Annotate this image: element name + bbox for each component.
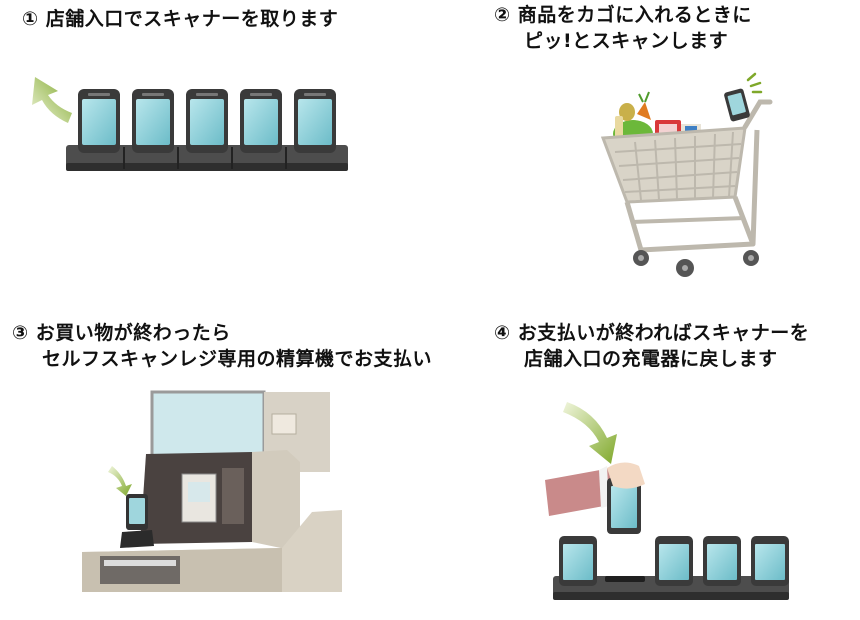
- hand-with-scanner: [545, 462, 645, 534]
- slot-scanner-5: [751, 536, 789, 586]
- step-3-caption: ③ お買い物が終わったら セルフスキャンレジ専用の精算機でお支払い: [12, 320, 432, 372]
- step-3-line-1: お買い物が終わったら: [35, 322, 231, 344]
- scanner-5: [294, 89, 336, 153]
- scanner-pickup-illustration: [32, 77, 348, 171]
- scanner-in-holder: [126, 494, 148, 530]
- step-3-line-2: セルフスキャンレジ専用の精算機でお支払い: [42, 348, 433, 370]
- cart-wheels: [633, 250, 759, 277]
- cart-basket: [600, 126, 747, 204]
- slot-scanner-4: [703, 536, 741, 586]
- step-2-caption: ② 商品をカゴに入れるときに ピッ!とスキャンします: [494, 2, 752, 54]
- scanner-1: [78, 89, 120, 153]
- checkout-body: [82, 450, 342, 592]
- shopping-cart-illustration: [600, 72, 773, 277]
- return-arrow-icon: [563, 402, 617, 464]
- empty-slot: [605, 576, 645, 582]
- step-3-number: ③: [12, 322, 29, 344]
- scanner-3: [186, 89, 228, 153]
- scanner-on-cart-icon: [724, 72, 763, 122]
- step-4-line-2: 店舗入口の充電器に戻します: [524, 348, 778, 370]
- step-1-line-1: 店舗入口でスキャナーを取ります: [45, 8, 339, 30]
- step-1-number: ①: [22, 8, 39, 30]
- step-4-caption: ④ お支払いが終わればスキャナーを 店舗入口の充電器に戻します: [494, 320, 809, 372]
- step-1-caption: ① 店舗入口でスキャナーを取ります: [22, 6, 338, 32]
- checkout-machine-illustration: [82, 390, 342, 592]
- step-2-line-2: ピッ!とスキャンします: [524, 30, 729, 52]
- cart-handle: [742, 99, 773, 130]
- step-2-number: ②: [494, 4, 511, 26]
- slot-scanner-1: [559, 536, 597, 586]
- charger-rack: [66, 89, 348, 171]
- scanner-return-illustration: [545, 402, 789, 600]
- step-4-line-1: お支払いが終わればスキャナーを: [517, 322, 810, 344]
- charger-rack-return: [553, 536, 789, 600]
- pickup-arrow-icon: [32, 77, 72, 123]
- scanner-2: [132, 89, 174, 153]
- step-2-line-1: 商品をカゴに入れるときに: [517, 4, 752, 26]
- slot-scanner-3: [655, 536, 693, 586]
- down-arrow-icon: [108, 466, 132, 496]
- step-4-number: ④: [494, 322, 511, 344]
- scanner-4: [240, 89, 282, 153]
